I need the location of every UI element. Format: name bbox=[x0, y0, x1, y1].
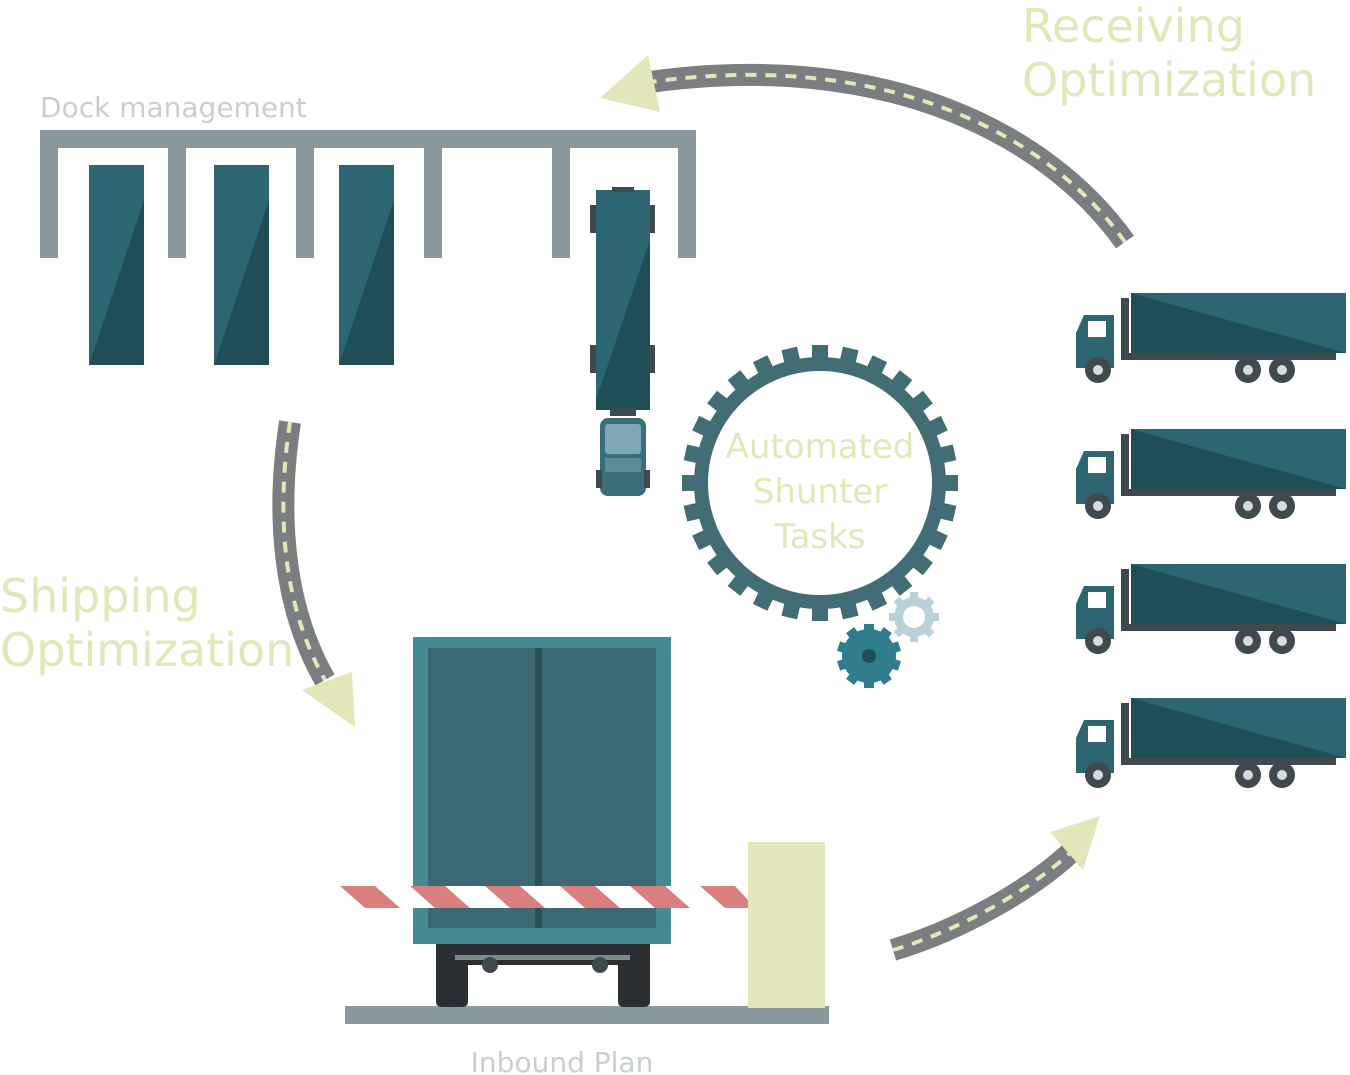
gear-tooth bbox=[846, 673, 859, 685]
gear-tooth bbox=[812, 345, 828, 359]
gear-tooth bbox=[893, 596, 905, 608]
queued-truck bbox=[1076, 564, 1346, 654]
gear-tooth bbox=[910, 635, 918, 642]
queued-truck bbox=[1076, 429, 1346, 519]
gear-tooth bbox=[879, 627, 892, 639]
gear-tooth bbox=[910, 592, 918, 599]
receiving-arrowhead bbox=[600, 55, 660, 112]
gear-tooth bbox=[682, 475, 696, 491]
gear-tooth bbox=[911, 390, 933, 412]
gear-icon bbox=[682, 345, 958, 621]
shunter-truck-top-view bbox=[590, 187, 655, 496]
shipping-arrowhead bbox=[302, 672, 355, 727]
gear-tooth bbox=[707, 554, 729, 576]
receiving-label-line1: Receiving bbox=[1022, 0, 1245, 53]
gear-label-line1: Automated bbox=[726, 427, 915, 467]
gear-tooth bbox=[879, 673, 892, 685]
gate-post bbox=[748, 842, 825, 1008]
docked-trailer bbox=[214, 165, 269, 365]
receiving-label-line2: Optimization bbox=[1022, 53, 1316, 107]
dock-management-label: Dock management bbox=[40, 91, 307, 124]
gear-tooth bbox=[864, 624, 874, 631]
shipping-label-line2: Optimization bbox=[0, 623, 294, 677]
gear-tooth bbox=[923, 596, 935, 608]
outbound-road-arrow bbox=[889, 816, 1100, 961]
gear-tooth bbox=[923, 626, 935, 638]
dock-structure bbox=[40, 130, 696, 258]
gear-tooth bbox=[846, 627, 859, 639]
gear-tooth bbox=[891, 574, 913, 596]
gear-label-line2: Shunter bbox=[753, 472, 887, 512]
small-gear-icon bbox=[889, 592, 939, 642]
queued-truck bbox=[1076, 293, 1346, 383]
receiving-road-arrow bbox=[600, 55, 1134, 249]
gear-tooth bbox=[893, 626, 905, 638]
gear-tooth bbox=[911, 554, 933, 576]
gear-tooth bbox=[707, 390, 729, 412]
gear-tooth bbox=[944, 475, 958, 491]
medium-gear-icon bbox=[837, 624, 901, 688]
gear-tooth bbox=[812, 607, 828, 621]
gear-tooth bbox=[864, 681, 874, 688]
shipping-label-line1: Shipping bbox=[0, 569, 201, 623]
shipping-road-arrow bbox=[272, 420, 355, 727]
gear-tooth bbox=[727, 574, 749, 596]
docked-trailer bbox=[339, 165, 394, 365]
inbound-plan-label: Inbound Plan bbox=[471, 1046, 654, 1075]
queued-truck bbox=[1076, 698, 1346, 788]
gear-tooth bbox=[891, 370, 913, 392]
docked-trailer bbox=[89, 165, 144, 365]
gear-label-line3: Tasks bbox=[773, 517, 865, 557]
gate-barrier bbox=[333, 842, 825, 1008]
gear-tooth bbox=[727, 370, 749, 392]
outbound-arrowhead bbox=[1050, 816, 1100, 870]
